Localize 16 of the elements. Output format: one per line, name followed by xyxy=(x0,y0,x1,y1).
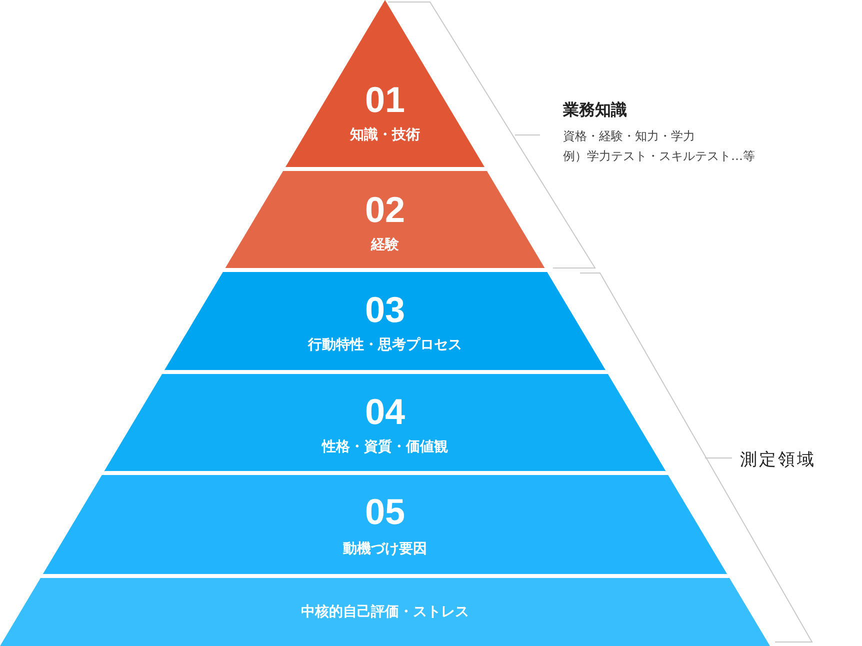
tier-label: 経験 xyxy=(370,236,399,254)
tier-label: 性格・資質・価値観 xyxy=(322,438,448,456)
tier-label: 中核的自己評価・ストレス xyxy=(301,603,469,621)
pyramid-tier xyxy=(0,578,770,646)
side-caption: 測定領域 xyxy=(740,449,816,471)
tier-label: 動機づけ要因 xyxy=(342,540,427,558)
side-note: 資格・経験・知力・学力 xyxy=(563,128,695,145)
tier-label: 知識・技術 xyxy=(350,126,420,144)
side-note: 例）学力テスト・スキルテスト…等 xyxy=(563,148,755,165)
side-heading: 業務知識 xyxy=(563,100,627,121)
tier-number: 05 xyxy=(364,492,406,532)
tier-number: 04 xyxy=(364,392,405,432)
tier-label: 行動特性・思考プロセス xyxy=(308,336,462,354)
tier-number: 02 xyxy=(364,190,405,230)
tier-number: 03 xyxy=(364,290,406,330)
tier-number: 01 xyxy=(364,80,406,120)
